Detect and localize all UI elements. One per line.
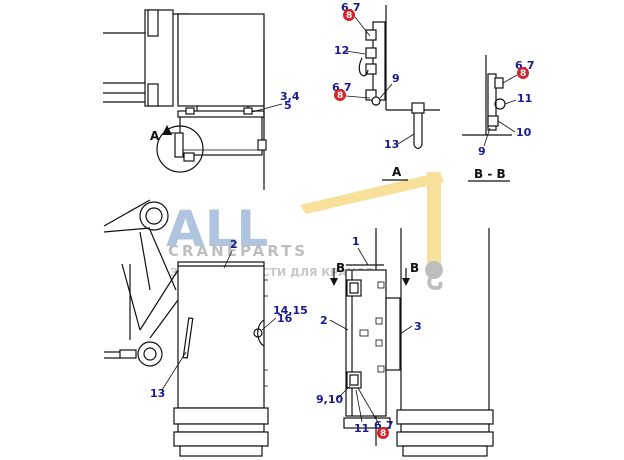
callout-1: 1 <box>352 235 360 248</box>
callout-9-bb: 9 <box>478 145 486 158</box>
callout-8-a-top: 8 <box>346 11 352 21</box>
callout-11-bb: 11 <box>517 92 532 105</box>
callout-10-bb: 10 <box>516 126 532 139</box>
callout-8-a-mid: 8 <box>337 91 343 101</box>
callout-12: 12 <box>334 44 349 57</box>
callout-8-side: 8 <box>380 429 386 439</box>
view-a: A 6,7 8 12 9 6,7 8 13 <box>332 1 440 181</box>
callout-16: 16 <box>277 312 293 325</box>
main-front-view: 2 14,15 16 13 <box>103 199 308 457</box>
watermark-crane-icon <box>300 172 444 291</box>
watermark: ALL CRANEPARTS ЗАПАСНЫЕ ЧАСТИ ДЛЯ КРАНОВ <box>166 172 444 291</box>
watermark-subtitle: CRANEPARTS <box>168 242 308 260</box>
callout-13-main: 13 <box>150 387 165 400</box>
top-left-view: A 3,4 5 <box>103 9 300 190</box>
detail-a-marker: A <box>150 129 160 143</box>
detail-a-circle <box>156 125 204 173</box>
callout-9-a: 9 <box>392 72 400 85</box>
section-b-b: B - B 6,7 8 11 10 9 <box>462 55 535 182</box>
view-a-title: A <box>392 165 402 179</box>
right-structure <box>396 228 494 457</box>
callout-3: 3 <box>414 320 422 333</box>
callout-11-side: 11 <box>354 422 369 435</box>
callout-9-10: 9,10 <box>316 393 343 406</box>
callout-13-a: 13 <box>384 138 399 151</box>
side-view: B B 1 2 3 9,10 11 6,7 8 <box>316 228 422 446</box>
section-b-b-title: B - B <box>474 167 506 181</box>
callout-2-main: 2 <box>230 238 238 251</box>
callout-14-15: 14,15 <box>273 304 308 317</box>
section-marker-b-right: B <box>410 261 419 275</box>
section-marker-b-left: B <box>336 261 345 275</box>
callout-3-4: 3,4 <box>280 90 300 103</box>
callout-8-bb: 8 <box>520 69 526 79</box>
callout-5: 5 <box>284 99 292 112</box>
watermark-brand: ALL <box>166 200 268 258</box>
callout-2-side: 2 <box>320 314 328 327</box>
